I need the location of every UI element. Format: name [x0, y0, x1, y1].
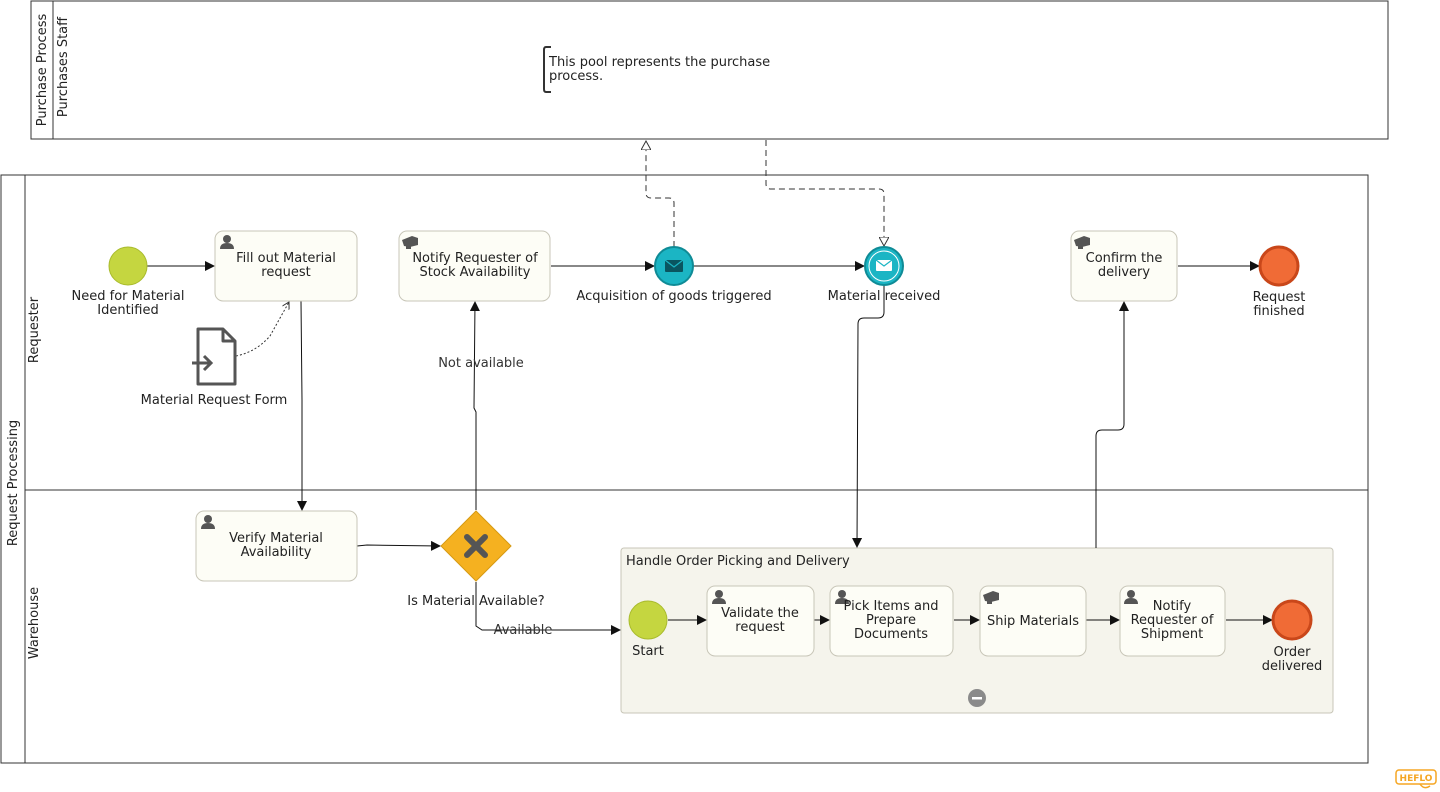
task-ship-materials[interactable]: Ship Materials	[979, 585, 1087, 657]
user-icon	[835, 590, 849, 604]
task-notify-stock-label-2: Stock Availability	[420, 265, 531, 280]
manual-hand-icon	[402, 236, 418, 249]
data-object-label: Material Request Form	[141, 393, 288, 408]
task-fill-label-2: request	[261, 265, 310, 280]
task-notify-ship-label-1: Notify	[1153, 599, 1192, 614]
data-object-material-request-form[interactable]: Material Request Form	[141, 327, 288, 408]
subprocess-start-event[interactable]: Start	[628, 600, 668, 659]
start-event[interactable]: Need for Material Identified	[72, 246, 185, 318]
collapse-icon[interactable]	[968, 689, 986, 707]
user-icon	[712, 590, 726, 604]
flow-label-not-available: Not available	[438, 356, 524, 371]
task-pick-label-3: Documents	[854, 627, 928, 642]
start-event-label-1: Need for Material	[72, 289, 185, 304]
flow-subprocess-to-confirm	[1095, 301, 1129, 548]
flow-verify-to-gateway	[356, 540, 441, 551]
message-flows	[646, 140, 884, 247]
request-finished-label-1: Request	[1253, 290, 1306, 305]
start-event-label-2: Identified	[97, 303, 158, 318]
request-finished-label-2: finished	[1253, 304, 1304, 319]
purchases-staff-lane-label: Purchases Staff	[56, 16, 71, 117]
manual-hand-icon	[1074, 236, 1090, 249]
task-pick-items[interactable]: Pick Items and Prepare Documents	[829, 585, 954, 657]
user-icon	[1124, 590, 1138, 604]
data-association	[235, 302, 289, 357]
flow-gateway-available	[475, 582, 621, 635]
task-validate-label-1: Validate the	[721, 606, 799, 621]
flow-gateway-not-available	[469, 301, 480, 510]
flow-label-available: Available	[494, 623, 553, 638]
user-icon	[220, 235, 234, 249]
order-delivered-label-1: Order	[1274, 645, 1312, 660]
message-flow-to-purchase	[646, 141, 675, 247]
envelope-outline-icon	[875, 259, 893, 271]
task-notify-ship-label-3: Shipment	[1141, 627, 1203, 642]
task-validate-label-2: request	[735, 620, 784, 635]
subprocess-title: Handle Order Picking and Delivery	[626, 554, 850, 569]
order-delivered-label-2: delivered	[1262, 659, 1322, 674]
user-icon	[201, 515, 215, 529]
task-validate-request[interactable]: Validate the request	[706, 585, 815, 657]
task-ship-label: Ship Materials	[987, 614, 1079, 629]
task-verify-label-1: Verify Material	[229, 531, 323, 546]
annotation-line-1: This pool represents the purchase	[548, 55, 770, 70]
task-notify-ship-label-2: Requester of	[1131, 613, 1214, 628]
task-pick-label-2: Prepare	[866, 613, 916, 628]
flow-received-to-subprocess	[852, 285, 885, 548]
manual-hand-icon	[983, 591, 999, 604]
envelope-icon	[664, 259, 684, 272]
exclusive-gateway[interactable]: Is Material Available?	[407, 510, 545, 609]
text-annotation[interactable]: This pool represents the purchase proces…	[543, 46, 770, 93]
document-icon	[196, 327, 237, 386]
warehouse-lane-label: Warehouse	[27, 587, 42, 659]
task-confirm-label-1: Confirm the	[1086, 251, 1163, 266]
gateway-label: Is Material Available?	[407, 594, 544, 609]
task-pick-label-1: Pick Items and	[844, 599, 939, 614]
input-arrow-icon	[192, 354, 214, 372]
task-confirm-delivery[interactable]: Confirm the delivery	[1070, 230, 1178, 302]
logo-text: HEFLO	[1400, 774, 1433, 784]
material-received-label: Material received	[828, 289, 941, 304]
message-flow-from-purchase	[765, 140, 884, 246]
acquisition-label: Acquisition of goods triggered	[576, 289, 771, 304]
x-mark-icon	[464, 534, 488, 558]
requester-lane-label: Requester	[27, 296, 42, 363]
annotation-line-2: process.	[549, 69, 603, 84]
task-notify-requester-shipment[interactable]: Notify Requester of Shipment	[1119, 585, 1226, 657]
purchase-pool[interactable]: Purchase Process Purchases Staff	[30, 0, 1389, 140]
task-verify-label-2: Availability	[241, 545, 312, 560]
task-verify-material-availability[interactable]: Verify Material Availability	[195, 510, 358, 582]
flow-fill-to-verify	[297, 300, 307, 511]
subprocess-start-label: Start	[632, 644, 664, 659]
sequence-flows	[147, 261, 1273, 635]
request-pool-title: Request Processing	[6, 420, 21, 546]
acquisition-message-event[interactable]: Acquisition of goods triggered	[576, 246, 772, 304]
task-fill-out-material-request[interactable]: Fill out Material request	[214, 230, 358, 302]
task-confirm-label-2: delivery	[1098, 265, 1151, 280]
task-fill-label-1: Fill out Material	[236, 251, 336, 266]
task-notify-stock-label-1: Notify Requester of	[412, 251, 538, 266]
task-notify-requester-stock[interactable]: Notify Requester of Stock Availability	[398, 230, 551, 302]
material-received-event[interactable]: Material received	[828, 246, 941, 304]
heflo-logo: HEFLO	[1395, 769, 1437, 789]
request-finished-end-event[interactable]: Request finished	[1253, 245, 1306, 319]
order-delivered-end-event[interactable]: Order delivered	[1262, 599, 1322, 674]
purchase-pool-title: Purchase Process	[35, 14, 50, 127]
